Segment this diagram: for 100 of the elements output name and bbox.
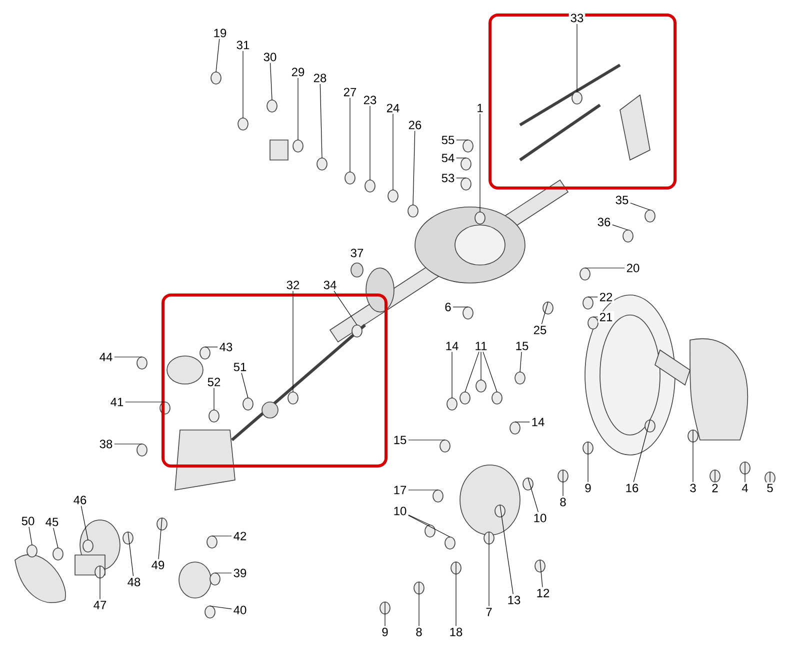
leader-line — [500, 504, 514, 594]
callout-number: 34 — [322, 279, 338, 291]
callout-number: 46 — [72, 494, 88, 506]
leader-line — [270, 62, 272, 100]
leader-line — [210, 606, 232, 610]
callout-number: 49 — [150, 559, 166, 571]
callout-number: 40 — [232, 604, 248, 616]
callout-number: 2 — [710, 482, 720, 494]
callout-number: 12 — [534, 587, 552, 599]
leader-line — [418, 582, 420, 626]
leader-line — [114, 356, 142, 358]
callout-number: 36 — [596, 216, 612, 228]
callout-number: 1 — [475, 102, 485, 114]
callout-number: 54 — [440, 152, 456, 164]
leader-line — [464, 352, 480, 392]
callout-number: 16 — [624, 482, 640, 494]
callout-number: 51 — [232, 361, 248, 373]
leader-line — [412, 130, 416, 206]
leader-line — [612, 224, 628, 230]
callout-number: 41 — [108, 396, 126, 408]
callout-number: 53 — [440, 172, 456, 184]
callout-number: 9 — [583, 482, 593, 494]
leader-line — [576, 24, 578, 92]
callout-number: 31 — [234, 39, 252, 51]
callout-number: 30 — [262, 51, 278, 63]
callout-number: 37 — [348, 247, 366, 259]
callout-number: 32 — [284, 279, 302, 291]
leader-line — [241, 372, 248, 398]
callout-number: 33 — [568, 12, 586, 24]
callout-number: 23 — [362, 94, 378, 106]
callout-number: 14 — [444, 340, 460, 352]
callout-number: 39 — [232, 567, 248, 579]
callout-number: 9 — [380, 626, 390, 638]
callout-number: 22 — [598, 291, 614, 303]
callout-number: 15 — [392, 434, 408, 446]
leader-line — [216, 38, 220, 72]
leader-line — [204, 346, 218, 348]
callout-number: 26 — [406, 119, 424, 131]
leader-line — [80, 506, 88, 540]
callout-number: 29 — [290, 66, 306, 78]
callout-number: 52 — [206, 376, 222, 388]
leader-line — [528, 478, 539, 512]
callout-number: 3 — [688, 482, 698, 494]
callout-number: 18 — [448, 626, 464, 638]
callout-number: 38 — [98, 438, 114, 450]
callout-number: 25 — [532, 324, 548, 336]
callout-number: 14 — [530, 416, 546, 428]
leader-line — [520, 352, 522, 372]
leader-line — [592, 316, 598, 318]
leader-line — [714, 470, 716, 482]
callout-number: 43 — [218, 341, 234, 353]
leader-line — [588, 296, 598, 298]
callout-number: 10 — [392, 505, 408, 517]
leader-line — [452, 306, 468, 308]
callout-number: 19 — [212, 27, 228, 39]
leader-line — [292, 290, 294, 392]
callout-number: 55 — [440, 134, 456, 146]
callout-number: 11 — [473, 340, 489, 352]
leader-line — [320, 84, 322, 158]
callout-number: 21 — [598, 311, 614, 323]
leader-line — [488, 532, 490, 606]
leader-line — [482, 352, 498, 392]
callout-number: 4 — [740, 482, 750, 494]
callout-number: 5 — [765, 482, 775, 494]
leader-line — [128, 532, 134, 576]
leader-line — [384, 602, 386, 626]
callout-number: 24 — [384, 102, 402, 114]
callout-number: 35 — [614, 194, 630, 206]
callout-number: 48 — [126, 576, 142, 588]
callout-number: 27 — [342, 86, 358, 98]
leader-line — [214, 572, 232, 574]
leader-line — [408, 515, 450, 538]
leader-line — [744, 462, 746, 482]
callout-number: 17 — [392, 484, 408, 496]
callout-number: 44 — [98, 351, 114, 363]
callout-number: 47 — [92, 599, 108, 611]
callout-number: 6 — [443, 301, 453, 313]
leader-line — [392, 114, 394, 190]
leader-line — [408, 514, 430, 526]
callout-number: 7 — [484, 606, 494, 618]
callout-number: 13 — [506, 594, 522, 606]
leader-line — [633, 420, 650, 482]
leader-line — [630, 202, 650, 210]
callout-number: 10 — [532, 512, 548, 524]
leader-line — [334, 290, 358, 326]
callout-number: 8 — [558, 496, 568, 508]
leader-line — [242, 50, 244, 118]
leader-line — [28, 526, 32, 546]
callout-number: 42 — [232, 530, 248, 542]
callout-number: 15 — [514, 340, 530, 352]
leader-line — [692, 430, 694, 482]
leader-line — [53, 528, 58, 548]
callout-number: 20 — [624, 262, 642, 274]
leader-line — [562, 470, 564, 496]
callout-number: 45 — [44, 516, 60, 528]
leader-line — [540, 560, 543, 588]
leader-line — [158, 518, 162, 560]
callout-number: 28 — [312, 72, 328, 84]
leader-line — [480, 352, 482, 380]
leader-line — [541, 302, 548, 324]
